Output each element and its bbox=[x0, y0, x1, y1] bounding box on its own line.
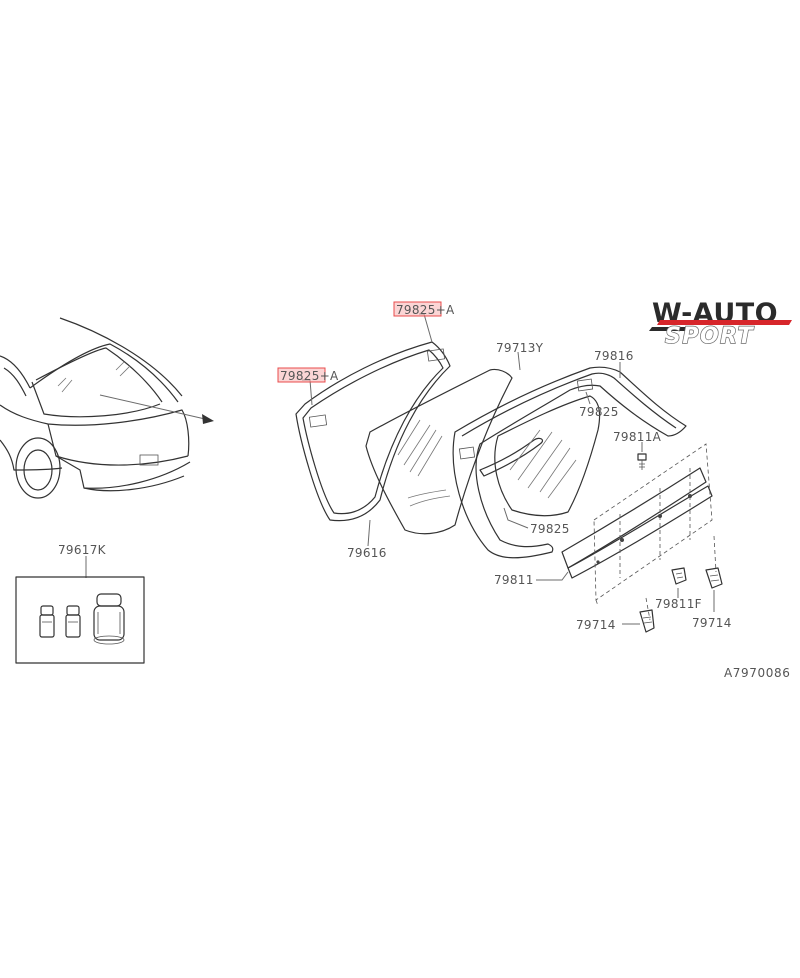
part-label-79825-lower[interactable]: 79825 bbox=[530, 522, 570, 536]
weatherstrip-part bbox=[452, 366, 687, 559]
part-label-79714-right[interactable]: 79714 bbox=[692, 616, 732, 630]
part-label-79713y[interactable]: 79713Y bbox=[496, 341, 544, 355]
part-label-79617k[interactable]: 79617K bbox=[58, 543, 107, 557]
part-label-79825-left[interactable]: 79825+A bbox=[280, 369, 339, 383]
clip-79811f-icon bbox=[671, 567, 687, 585]
repair-kit-box bbox=[15, 576, 145, 664]
w-auto-sport-logo: W-AUTO SPORT bbox=[649, 298, 792, 350]
part-label-79825-top[interactable]: 79825+A bbox=[396, 303, 455, 317]
part-label-79714-left[interactable]: 79714 bbox=[576, 618, 616, 632]
part-number-highlight bbox=[277, 367, 326, 383]
rear-window-molding-part bbox=[295, 341, 451, 522]
part-label-79825-corner[interactable]: 79825 bbox=[579, 405, 619, 419]
glass-panel-part bbox=[479, 395, 601, 517]
part-label-79811a[interactable]: 79811A bbox=[613, 430, 662, 444]
part-label-79616[interactable]: 79616 bbox=[347, 546, 387, 560]
leader-lines bbox=[85, 313, 715, 625]
small-bottle-icon bbox=[65, 605, 81, 638]
clip-79714-right-icon bbox=[705, 567, 723, 589]
svg-text:SPORT: SPORT bbox=[665, 324, 755, 349]
car-rear-illustration bbox=[0, 317, 214, 499]
sealant-can-icon bbox=[93, 593, 125, 645]
trim-strip-part bbox=[561, 443, 717, 621]
small-bottle-icon bbox=[39, 605, 55, 638]
clip-79714-left-icon bbox=[639, 609, 655, 633]
part-label-79811[interactable]: 79811 bbox=[494, 573, 534, 587]
diagram-reference-code: A7970086 bbox=[724, 666, 790, 680]
arrowhead-icon bbox=[202, 414, 214, 424]
clip-79811a-icon bbox=[637, 453, 647, 470]
rear-glass-part bbox=[365, 368, 513, 535]
part-label-79816[interactable]: 79816 bbox=[594, 349, 634, 363]
part-label-79811f[interactable]: 79811F bbox=[655, 597, 702, 611]
part-number-highlight bbox=[393, 301, 442, 317]
